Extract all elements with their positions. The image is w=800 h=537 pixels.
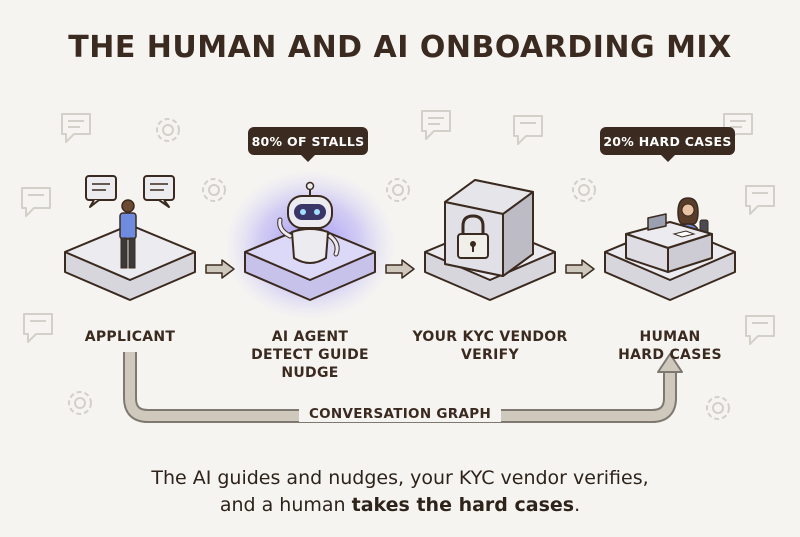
caption: The AI guides and nudges, your KYC vendo… (0, 465, 800, 519)
flow-arrow-2 (385, 259, 415, 279)
background-gear-icon (156, 118, 180, 142)
badge-hard-cases: 20% HARD CASES (600, 127, 735, 162)
flow-arrow-3 (565, 259, 595, 279)
background-chat-icon (61, 113, 91, 143)
stage-label-ai-agent: AI AGENT DETECT GUIDE NUDGE (251, 329, 369, 381)
background-chat-icon (745, 185, 775, 215)
conversation-graph-label: CONVERSATION GRAPH (0, 403, 800, 422)
background-chat-icon (21, 187, 51, 217)
caption-line-1: The AI guides and nudges, your KYC vendo… (151, 467, 649, 489)
lock-vault-icon (444, 179, 534, 277)
background-gear-icon (572, 178, 596, 202)
background-chat-icon (513, 115, 543, 145)
stage-label-human: HUMAN HARD CASES (618, 329, 722, 363)
badge-stalls: 80% OF STALLS (248, 127, 368, 162)
robot-icon (277, 181, 340, 264)
background-chat-icon (23, 313, 53, 343)
page-title: THE HUMAN AND AI ONBOARDING MIX (68, 30, 732, 65)
human-agent-desk-icon (625, 197, 713, 273)
stage-label-kyc-vendor: YOUR KYC VENDOR VERIFY (412, 329, 568, 363)
background-chat-icon (745, 315, 775, 345)
flow-arrow-1 (205, 259, 235, 279)
background-gear-icon (706, 396, 730, 420)
background-chat-icon (421, 110, 451, 140)
background-gear-icon (68, 391, 92, 415)
applicant-person-icon (85, 175, 175, 269)
stage-label-applicant: APPLICANT (84, 329, 176, 345)
background-gear-icon (386, 178, 410, 202)
background-gear-icon (202, 178, 226, 202)
caption-line-2: and a human takes the hard cases. (219, 494, 581, 516)
